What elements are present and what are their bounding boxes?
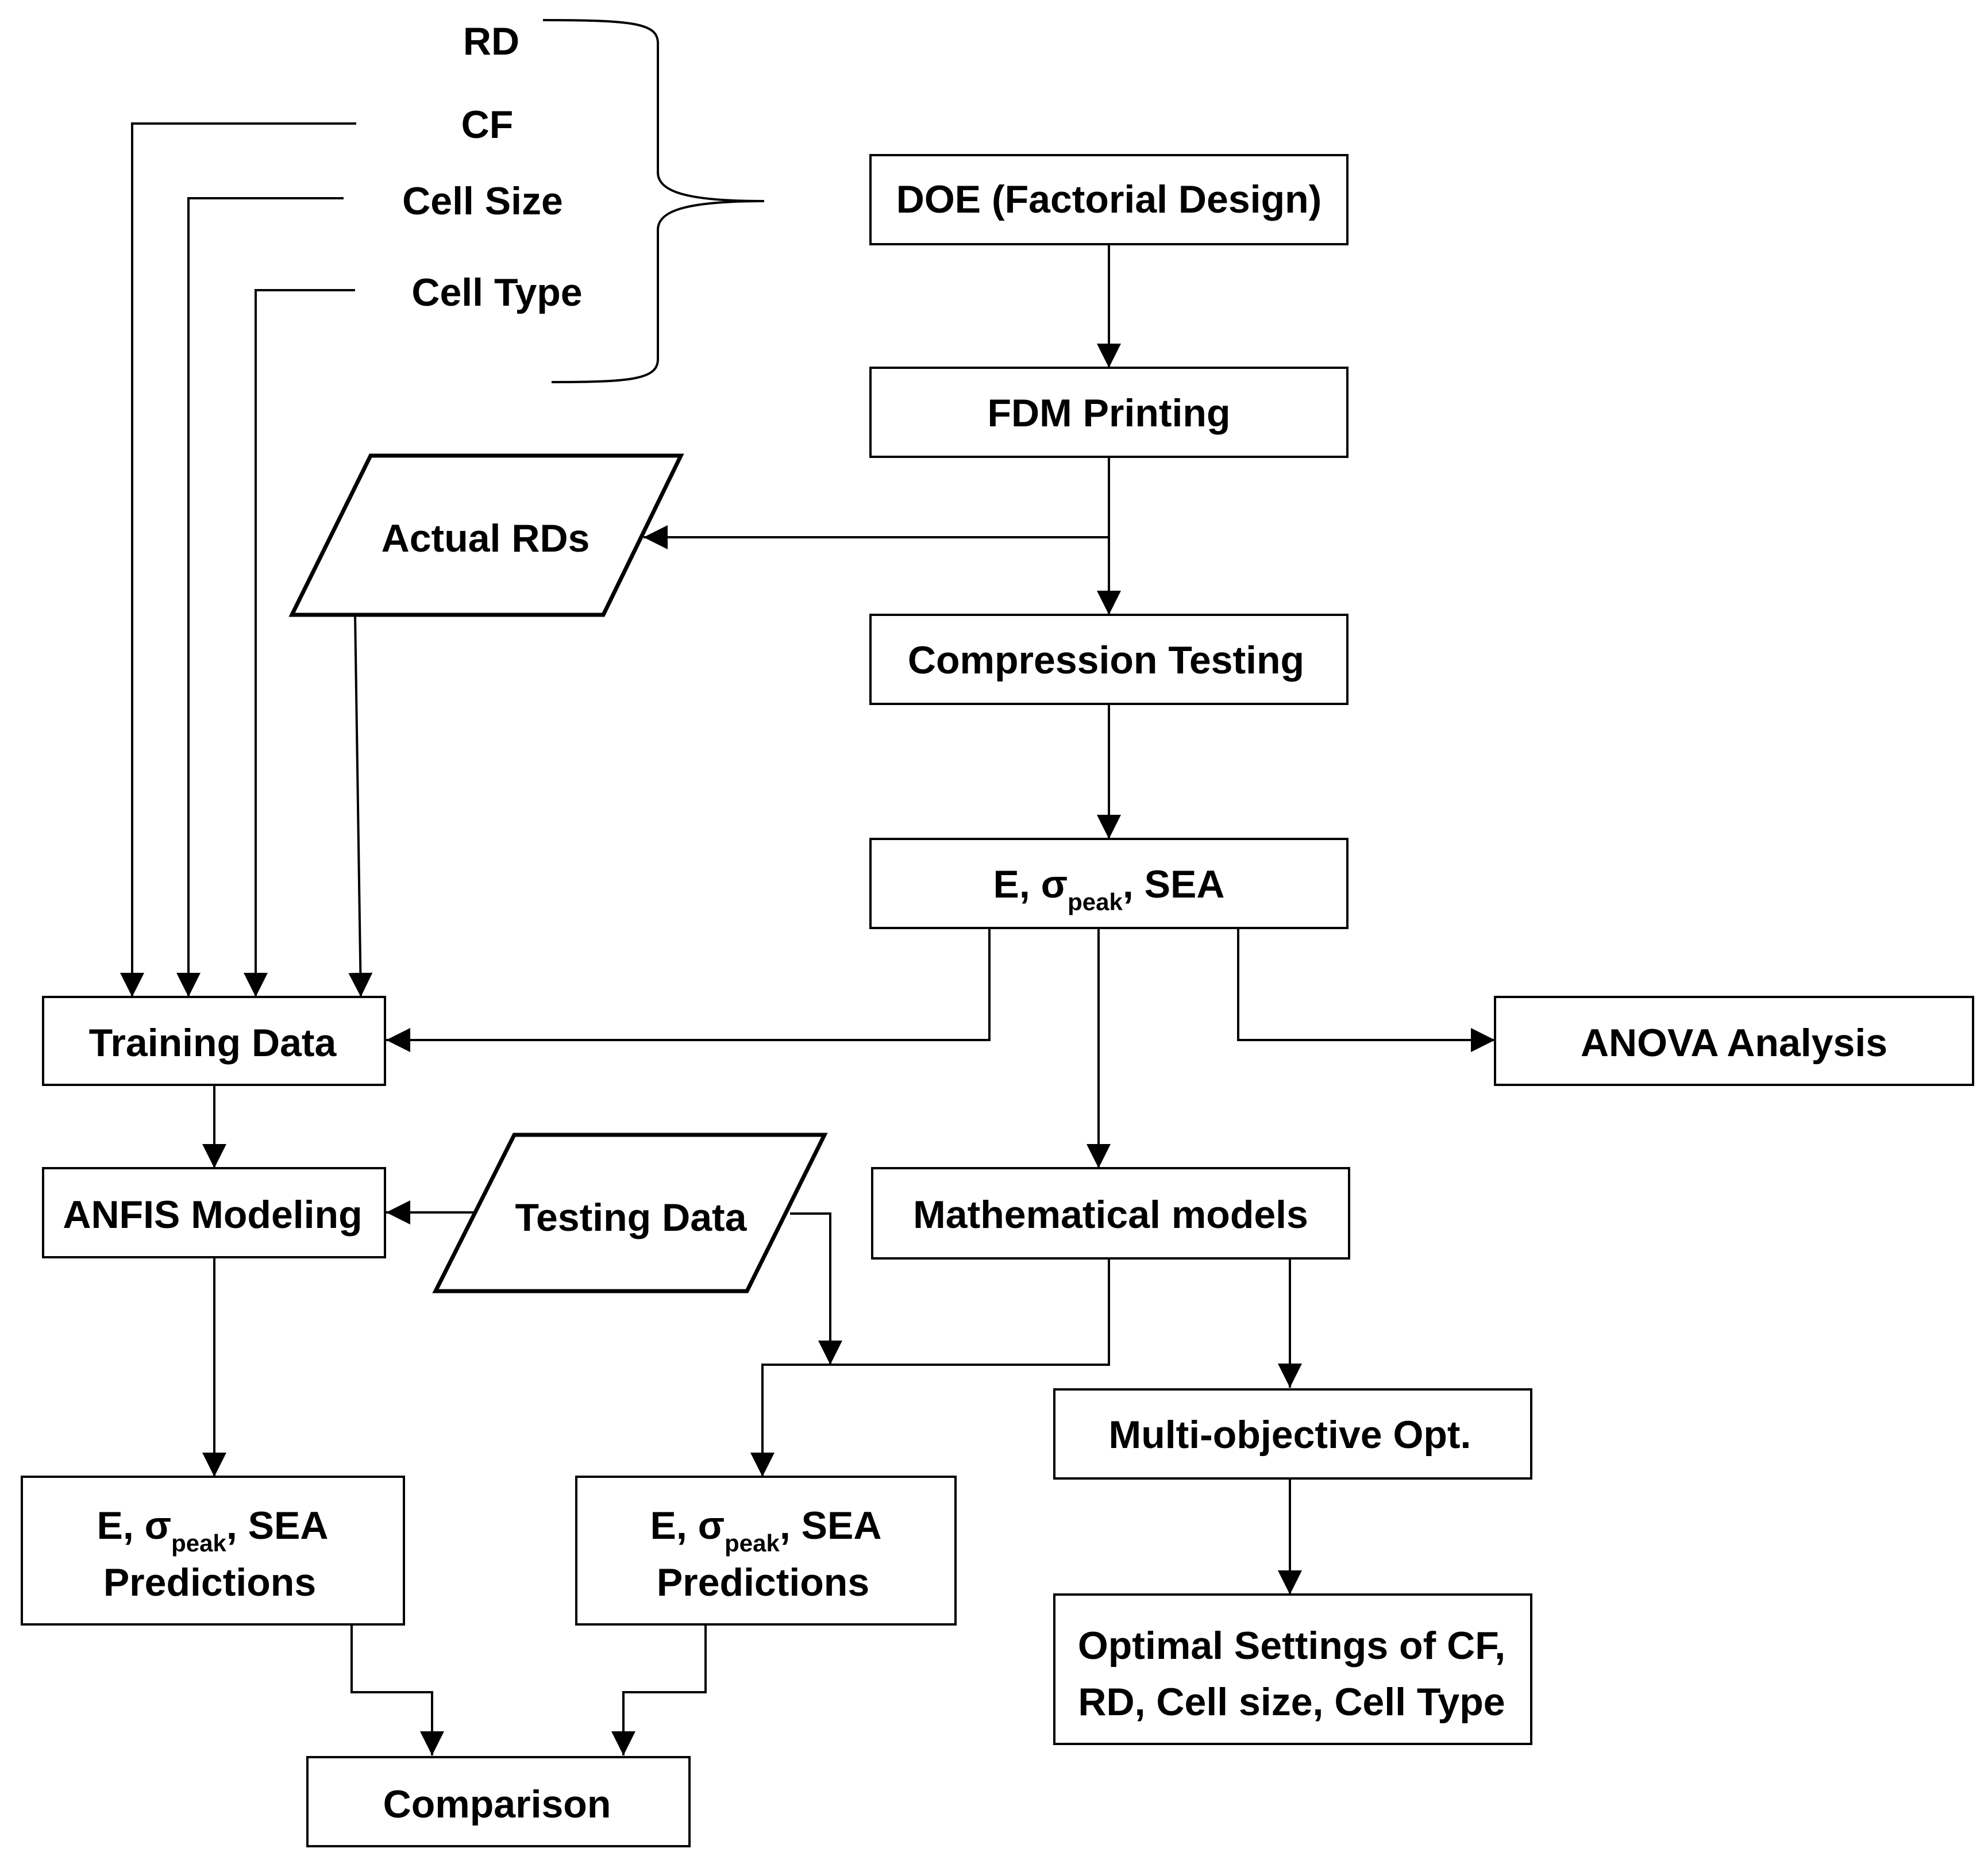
factor-rd: RD: [463, 20, 519, 63]
arrow-math-models-to-predictions: [750, 1258, 1110, 1477]
svg-text:Training Data: Training Data: [89, 1021, 337, 1065]
svg-text:Actual RDs: Actual RDs: [382, 517, 590, 560]
arrow-cf-to-training: [120, 122, 356, 997]
factors-group: RD CF Cell Size Cell Type: [402, 20, 582, 314]
svg-text:ANFIS Modeling: ANFIS Modeling: [63, 1193, 362, 1237]
factors-brace: [542, 19, 765, 383]
svg-text:Multi-objective Opt.: Multi-objective Opt.: [1109, 1413, 1471, 1457]
node-comparison: Comparison: [306, 1756, 691, 1847]
node-results: E, σpeak, SEA: [869, 838, 1349, 929]
node-fdm-printing: FDM Printing: [869, 367, 1349, 458]
svg-text:FDM Printing: FDM Printing: [987, 391, 1230, 435]
arrow-math-predictions-to-comparison: [611, 1624, 707, 1755]
svg-text:Predictions: Predictions: [657, 1561, 869, 1604]
arrow-testing-to-junction: [790, 1212, 842, 1365]
node-compression-testing: Compression Testing: [869, 614, 1349, 705]
svg-text:Comparison: Comparison: [383, 1782, 611, 1826]
arrow-anfis-predictions-to-comparison: [350, 1624, 444, 1755]
arrow-actual-rds-to-training: [348, 614, 373, 998]
svg-text:Testing Data: Testing Data: [515, 1196, 747, 1239]
svg-text:E, σpeak, SEA: E, σpeak, SEA: [650, 1504, 881, 1557]
node-doe: DOE (Factorial Design): [869, 154, 1349, 245]
node-testing-data: Testing Data: [432, 1133, 828, 1293]
svg-text:Optimal Settings of CF,: Optimal Settings of CF,: [1078, 1624, 1505, 1668]
node-mathematical-models: Mathematical models: [871, 1167, 1350, 1260]
svg-text:E, σpeak, SEA: E, σpeak, SEA: [97, 1504, 328, 1557]
svg-text:DOE (Factorial Design): DOE (Factorial Design): [896, 178, 1322, 221]
svg-text:RD, Cell size, Cell Type: RD, Cell size, Cell Type: [1078, 1680, 1505, 1724]
svg-text:Mathematical models: Mathematical models: [913, 1193, 1308, 1237]
node-anfis-predictions: E, σpeak, SEA Predictions: [21, 1476, 405, 1626]
svg-text:E, σpeak, SEA: E, σpeak, SEA: [993, 862, 1224, 915]
arrow-cell-size-to-training: [176, 197, 344, 997]
arrow-results-to-training: [386, 928, 991, 1052]
factor-cell-type: Cell Type: [411, 271, 582, 314]
factor-cf: CF: [461, 103, 514, 147]
node-training-data: Training Data: [42, 996, 386, 1086]
node-anfis-modeling: ANFIS Modeling: [42, 1167, 386, 1258]
svg-text:ANOVA Analysis: ANOVA Analysis: [1581, 1021, 1887, 1065]
node-optimal-settings: Optimal Settings of CF, RD, Cell size, C…: [1053, 1593, 1532, 1745]
node-anova-analysis: ANOVA Analysis: [1494, 996, 1974, 1086]
arrow-results-to-anova: [1237, 928, 1495, 1052]
factor-cell-size: Cell Size: [402, 179, 563, 223]
svg-text:Predictions: Predictions: [103, 1561, 316, 1604]
svg-text:Compression Testing: Compression Testing: [908, 638, 1304, 682]
node-math-predictions: E, σpeak, SEA Predictions: [575, 1476, 957, 1626]
node-multi-objective-opt: Multi-objective Opt.: [1053, 1388, 1532, 1480]
arrow-cell-type-to-training: [244, 289, 355, 997]
node-actual-rds: Actual RDs: [288, 453, 684, 617]
